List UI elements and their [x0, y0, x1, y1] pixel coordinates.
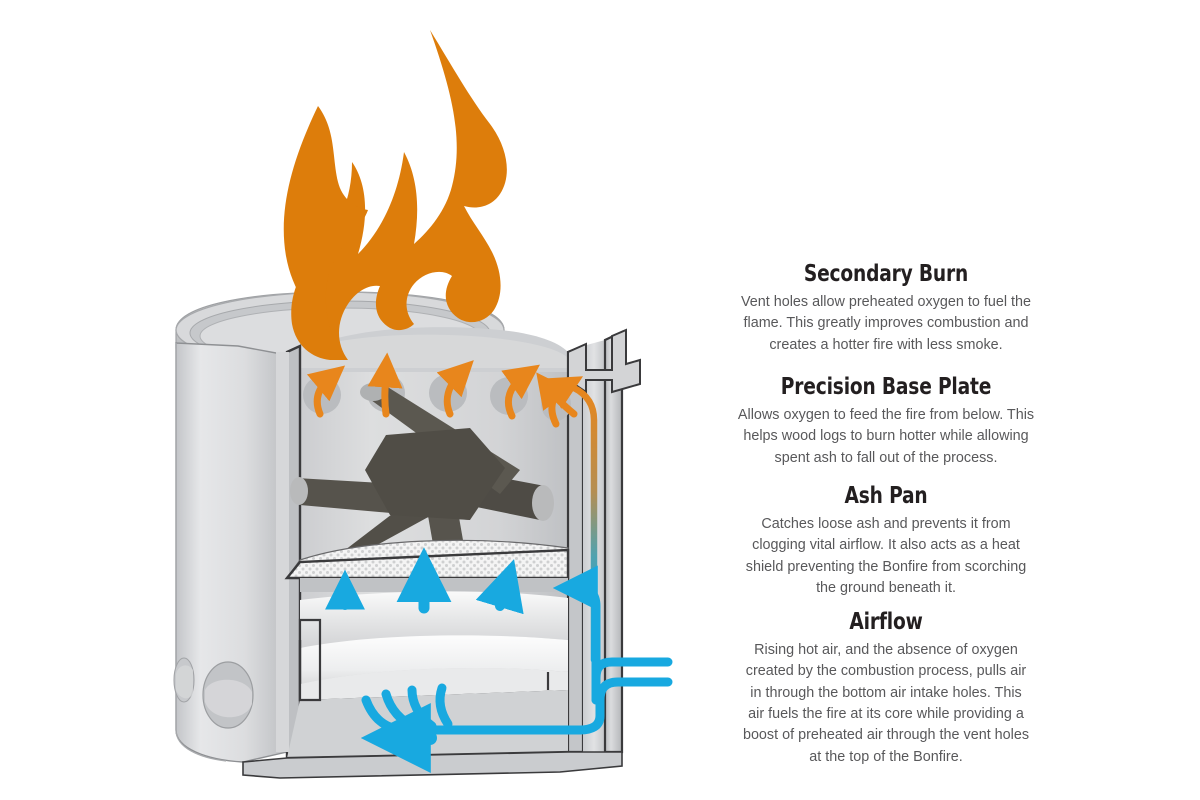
feature-body-line: at the top of the Bonfire. — [809, 748, 963, 765]
feature-body: Rising hot air, and the absence of oxyge… — [713, 640, 1060, 768]
stove-cutaway-illustration — [173, 30, 673, 779]
feature-body-line: created by the combustion process, pulls… — [745, 663, 1027, 680]
feature-precision-base-plate: Precision Base Plate Allows oxygen to fe… — [710, 375, 1062, 469]
ash-pan-lower — [300, 635, 568, 684]
vent-arrow-2 — [367, 352, 403, 418]
feature-body-line: in through the bottom air intake holes. … — [750, 684, 1022, 701]
base-arrow-3 — [475, 559, 524, 615]
feature-airflow: Airflow Rising hot air, and the absence … — [710, 610, 1062, 768]
inner-wall-notch — [298, 618, 322, 702]
log-2-cap — [532, 485, 554, 521]
feature-title: Airflow — [849, 609, 923, 635]
feature-body-line: shield preventing the Bonfire from scorc… — [745, 558, 1027, 575]
feature-body-line: spent ash to fall out of the process. — [774, 449, 998, 466]
stove-diagram-panel — [173, 30, 673, 779]
inner-upper-rim-shadow — [300, 334, 568, 368]
intake-line-2 — [399, 677, 673, 735]
feature-ash-pan: Ash Pan Catches loose ash and prevents i… — [710, 484, 1062, 599]
vent-arrow-3 — [436, 360, 474, 418]
left-wall-cavity — [276, 352, 289, 752]
feature-body: Catches loose ash and prevents it from c… — [713, 514, 1060, 599]
log-1-cap — [290, 477, 308, 505]
feature-title: Secondary Burn — [803, 261, 969, 287]
features-panel: Secondary Burn Vent holes allow preheate… — [680, 0, 1200, 800]
right-rim-shoulder — [567, 328, 641, 394]
feature-body-line: boost of preheated air through the vent … — [742, 727, 1030, 744]
feature-title: Ash Pan — [844, 483, 928, 509]
preheat-wall-channel — [570, 384, 598, 664]
feature-body-line: the ground beneath it. — [816, 580, 956, 597]
feature-body-line: flame. This greatly improves combustion … — [743, 315, 1029, 332]
vent-arrow-6 — [536, 372, 578, 418]
feature-body-line: Rising hot air, and the absence of oxyge… — [754, 642, 1018, 659]
vent-arrow-1 — [306, 365, 346, 418]
base-plate-arrows — [325, 547, 524, 615]
secondary-burn-arrows — [306, 352, 584, 428]
feature-body-line: clogging vital airflow. It also acts as … — [752, 537, 1020, 554]
feature-body-line: creates a hotter fire with less smoke. — [769, 336, 1003, 353]
chamber-shelf — [300, 578, 568, 592]
feature-body-line: Allows oxygen to feed the fire from belo… — [737, 407, 1035, 424]
flame — [283, 30, 507, 360]
fan-4 — [435, 683, 453, 729]
vent-arrow-4 — [501, 364, 540, 420]
feature-body-line: Vent holes allow preheated oxygen to fue… — [740, 294, 1032, 311]
flame-shape — [291, 30, 507, 360]
rise-right-cavity — [552, 565, 601, 705]
feature-body-line: Catches loose ash and prevents it from — [761, 516, 1011, 533]
feature-secondary-burn: Secondary Burn Vent holes allow preheate… — [710, 262, 1062, 356]
log-6 — [365, 428, 505, 520]
feature-body: Vent holes allow preheated oxygen to fue… — [713, 292, 1060, 356]
feature-title: Precision Base Plate — [780, 374, 992, 400]
flame-inner-tongue — [283, 106, 368, 334]
feature-body-line: helps wood logs to burn hotter while all… — [743, 428, 1029, 445]
bottom-intake-hole-2-highlight — [205, 679, 252, 718]
feature-body: Allows oxygen to feed the fire from belo… — [713, 405, 1060, 469]
ash-pan-front-wall — [300, 668, 568, 700]
feature-body-line: air fuels the fire at its core while pro… — [748, 706, 1024, 723]
bottom-intake-hole-1-shadow — [176, 665, 193, 699]
airflow-blue-paths — [360, 565, 673, 773]
